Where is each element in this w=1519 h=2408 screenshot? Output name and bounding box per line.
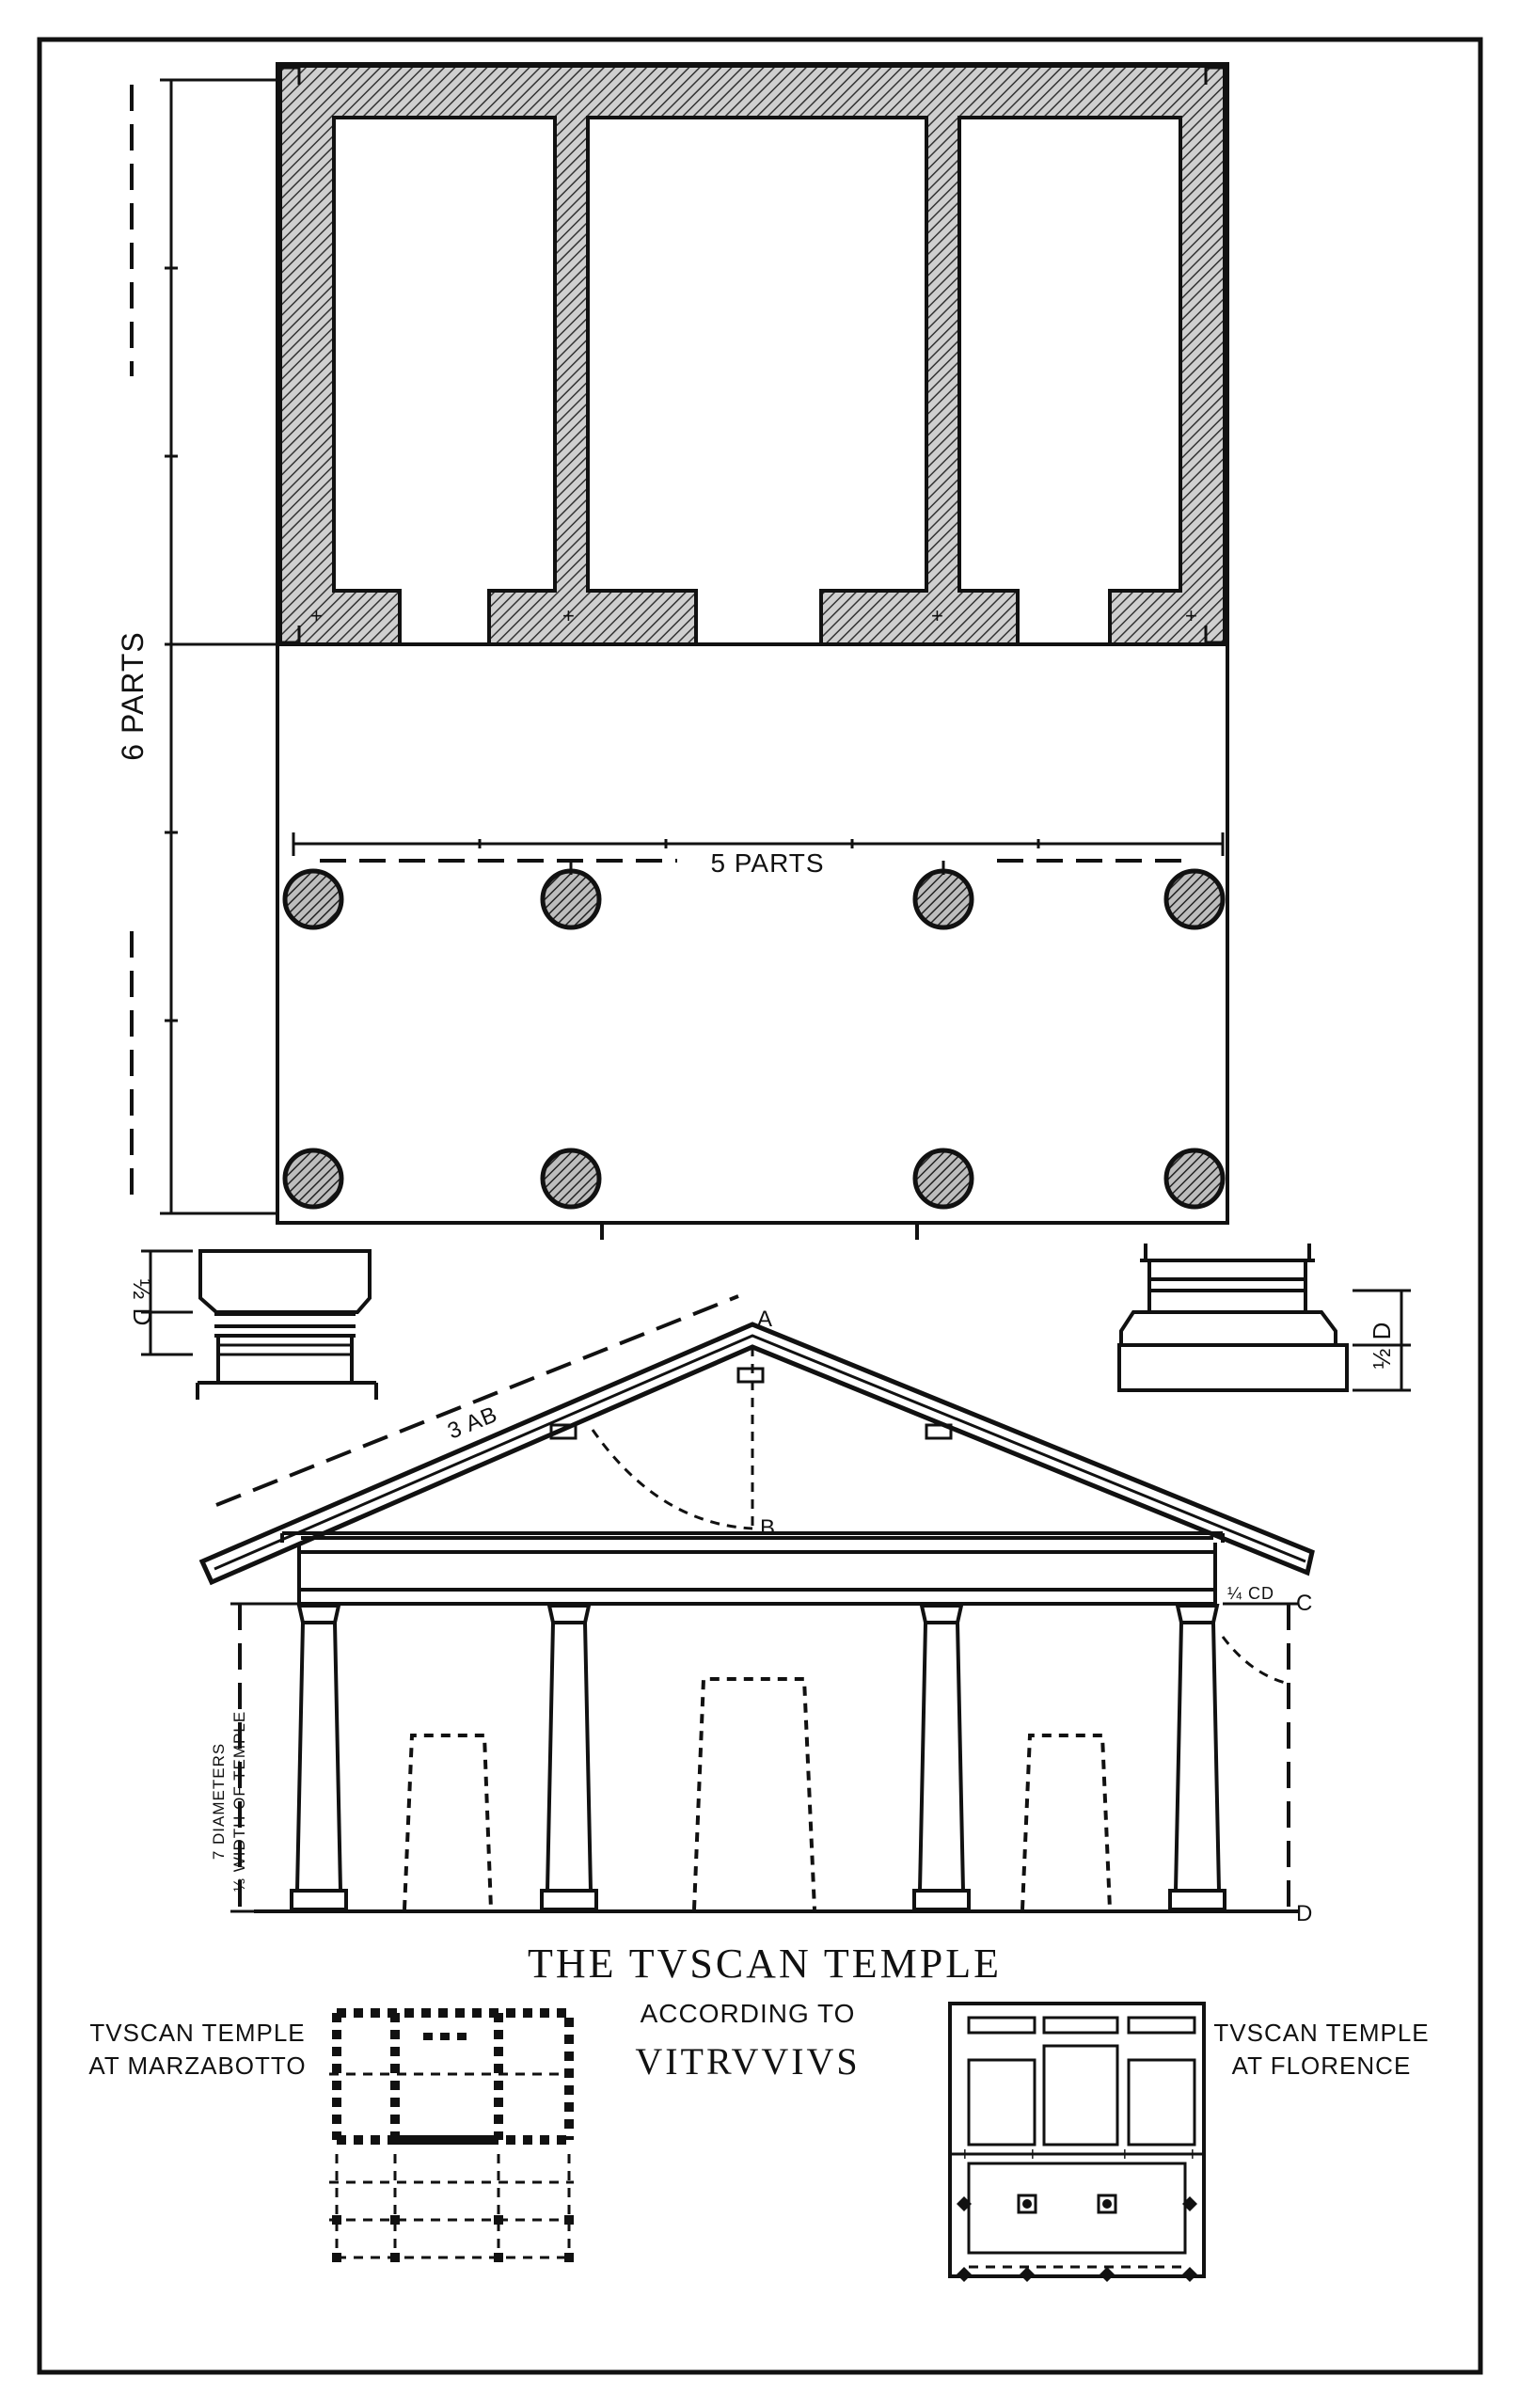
depth-dimension: 6 PARTS [116,78,282,1215]
marzabotto-label-2: AT MARZABOTTO [88,2052,306,2080]
temple-plan: + + + + 5 PARTS [116,62,1229,1240]
svg-text:+: + [562,604,576,627]
pediment-roof [198,1322,1315,1586]
plan-column [1163,1148,1226,1210]
elevation-column [912,1604,971,1911]
svg-text:+: + [1027,2145,1039,2165]
svg-text:+: + [931,604,944,627]
width-dimension: 5 PARTS [292,832,1225,878]
florence-label-1: TVSCAN TEMPLE [1213,2019,1429,2047]
florence-label-2: AT FLORENCE [1232,2052,1412,2080]
base-label: ½ D [1368,1322,1396,1370]
svg-text:+: + [959,2145,972,2165]
plate-subtitle-2: VITRVVIVS [635,2040,860,2083]
elevation-columns [290,1604,1226,1911]
depth-label: 6 PARTS [116,631,150,760]
height-label-2: ⅓ WIDTH OF TEMPLE [230,1711,248,1892]
door-dashed [403,1734,493,1910]
plate-title: THE TVSCAN TEMPLE [528,1941,1002,1987]
cella-walls [278,64,1226,646]
capital-detail: ½ D [128,1249,378,1400]
door-dashed [1021,1734,1112,1910]
plan-column [912,868,974,930]
point-a: A [757,1307,773,1332]
plan-column [912,1148,974,1210]
base-detail: ½ D [1117,1244,1411,1392]
svg-text:+: + [1187,2145,1199,2165]
entablature-label: ¼ CD [1227,1584,1274,1603]
florence-plan: TVSCAN TEMPLE AT FLORENCE + + + + [948,2002,1429,2282]
plan-column [282,868,344,930]
capital-label: ½ D [128,1279,156,1327]
svg-text:+: + [310,604,324,627]
temple-elevation: 3 AB A B ¼ CD C D 7 DIAMETERS ⅓ WIDTH OF… [198,1294,1315,1926]
door-dashed [692,1677,816,1910]
plan-column [282,1148,344,1210]
elevation-column [290,1604,348,1911]
plan-column [1163,868,1226,930]
plan-column [540,868,602,930]
elevation-column [540,1604,598,1911]
point-c: C [1296,1591,1313,1616]
marzabotto-plan: TVSCAN TEMPLE AT MARZABOTTO [88,2008,574,2262]
elevation-column [1168,1604,1226,1911]
width-label: 5 PARTS [710,848,824,878]
marzabotto-label-1: TVSCAN TEMPLE [89,2019,305,2047]
point-b: B [760,1515,776,1541]
plate-border [37,37,1483,2375]
svg-text:+: + [1119,2145,1131,2165]
height-label-1: 7 DIAMETERS [210,1743,228,1860]
svg-text:+: + [1185,604,1198,627]
point-d: D [1296,1901,1313,1926]
plan-columns [282,868,1226,1210]
plan-column [540,1148,602,1210]
plate-subtitle-1: ACCORDING TO [641,1999,856,2028]
